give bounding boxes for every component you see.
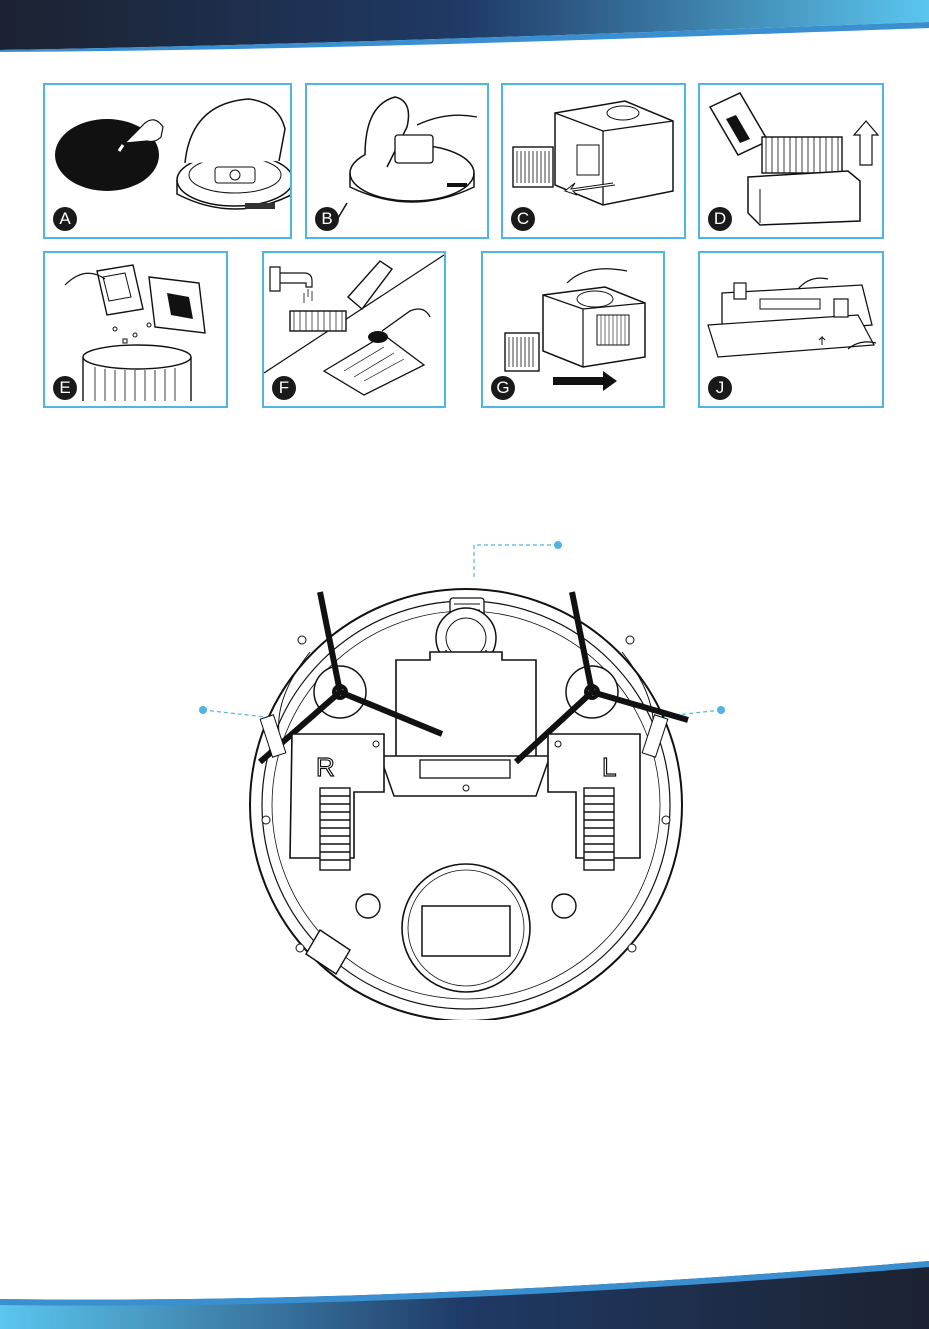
footer-band bbox=[0, 1259, 929, 1329]
step-label-f: F bbox=[272, 376, 296, 400]
robot-bottom-diagram: R L bbox=[180, 530, 740, 1020]
step-panel-d: D bbox=[698, 83, 884, 239]
step-label-b: B bbox=[315, 207, 339, 231]
step-label-j: J bbox=[708, 376, 732, 400]
step-panel-b: B bbox=[305, 83, 489, 239]
step-panel-f: F bbox=[262, 251, 446, 408]
wheel-mark-r: R bbox=[316, 752, 335, 782]
callout-top bbox=[474, 541, 562, 580]
step-label-c: C bbox=[511, 207, 535, 231]
step-panel-c: C bbox=[501, 83, 686, 239]
step-label-d: D bbox=[708, 207, 732, 231]
open-lid-icon bbox=[45, 85, 290, 237]
wheel-mark-l: L bbox=[602, 752, 616, 782]
step-label-g: G bbox=[491, 376, 515, 400]
step-panel-e: E bbox=[43, 251, 228, 408]
step-label-a: A bbox=[53, 207, 77, 231]
step-panel-a: A bbox=[43, 83, 292, 239]
step-panel-g: G bbox=[481, 251, 665, 408]
step-panel-j: J bbox=[698, 251, 884, 408]
step-label-e: E bbox=[53, 376, 77, 400]
header-band bbox=[0, 0, 929, 52]
callout-left bbox=[199, 706, 275, 718]
